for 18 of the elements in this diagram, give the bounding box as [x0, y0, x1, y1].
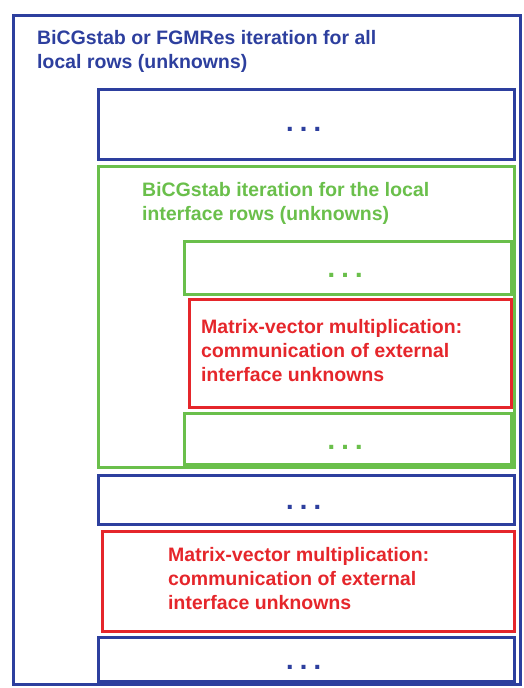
ellipsis: ...: [284, 111, 328, 133]
nested-loop-box: [12, 14, 522, 686]
nested-loop-box: [97, 165, 516, 469]
ellipsis: ...: [326, 257, 370, 279]
step-label: Matrix-vector multiplication: communication of external interface unknowns: [201, 315, 464, 387]
nested-loop-box: [97, 88, 516, 161]
step-label: Matrix-vector multiplication: communication of external interface unknowns: [168, 543, 430, 615]
ellipsis: ...: [284, 489, 328, 511]
nested-loop-box: [101, 530, 516, 633]
ellipsis: ...: [326, 429, 370, 451]
nested-loop-box: [183, 240, 513, 296]
ellipsis: ...: [284, 649, 328, 671]
nested-loop-box: [97, 474, 516, 526]
nested-loop-box: [183, 412, 513, 466]
loop-heading: BiCGstab iteration for the local interface rows (unknowns): [142, 178, 430, 226]
loop-heading: BiCGstab or FGMRes iteration for all local rows (unknowns): [37, 26, 378, 74]
nested-loop-box: [97, 636, 516, 683]
nested-loop-box: [188, 298, 513, 409]
